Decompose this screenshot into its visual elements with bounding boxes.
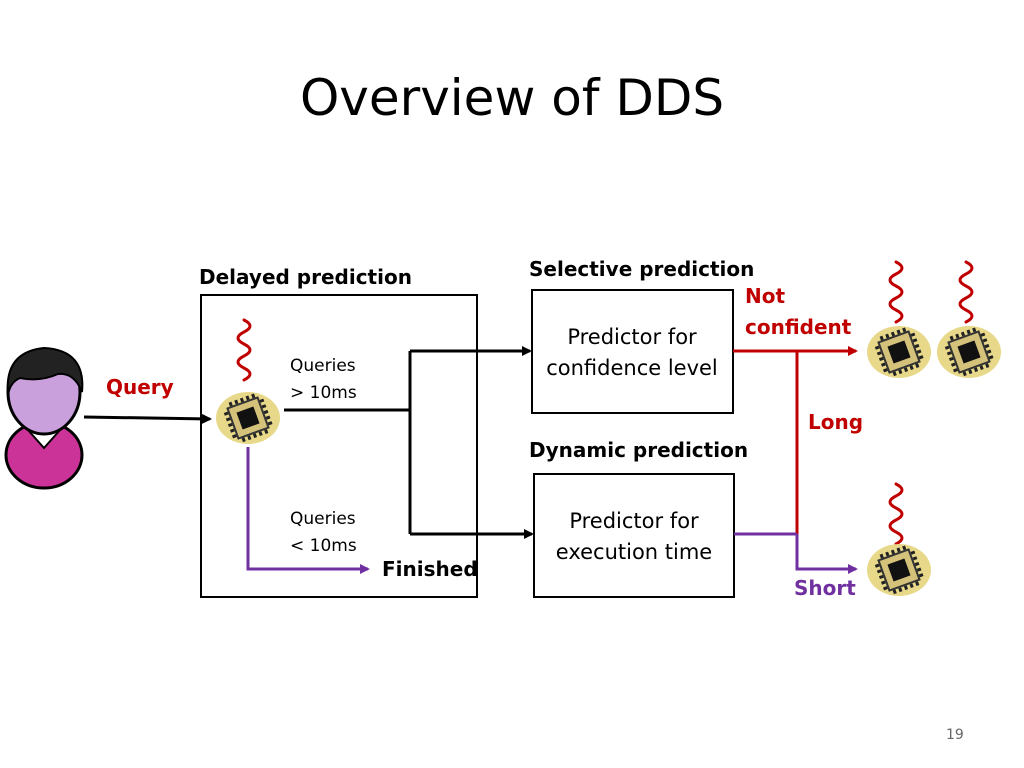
delayed-prediction-heading: Delayed prediction [199, 265, 412, 289]
short-query-arrow [246, 447, 370, 574]
slide-title: Overview of DDS [300, 69, 724, 127]
execution-predictor-text-2: execution time [556, 540, 712, 564]
cpu-chip-icon [215, 390, 281, 446]
queries-long-label-1: Queries [290, 356, 356, 376]
delayed-prediction-box [200, 294, 478, 598]
finished-label: Finished [382, 557, 478, 581]
execution-predictor-text-1: Predictor for [569, 509, 699, 533]
dynamic-prediction-heading: Dynamic prediction [529, 438, 748, 462]
person-icon [4, 346, 84, 490]
selective-prediction-heading: Selective prediction [529, 257, 754, 281]
confidence-predictor-box [531, 289, 734, 414]
cpu-chip-icon [936, 324, 1002, 380]
query-arrow [83, 413, 212, 424]
long-label: Long [808, 410, 863, 434]
heat-wave-icon [888, 260, 904, 324]
confidence-predictor-text-2: confidence level [546, 356, 718, 380]
confidence-predictor-text-1: Predictor for [567, 325, 697, 349]
cpu-chip-icon [866, 542, 932, 598]
short-label: Short [794, 576, 856, 600]
queries-short-label-1: Queries [290, 509, 356, 529]
heat-wave-icon [236, 318, 252, 382]
page-number: 19 [946, 727, 964, 743]
cpu-chip-icon [866, 324, 932, 380]
query-label: Query [106, 375, 174, 399]
not-confident-label-1: Not [745, 284, 785, 308]
queries-long-label-2: > 10ms [290, 383, 357, 403]
heat-wave-icon [888, 482, 904, 546]
queries-short-label-2: < 10ms [290, 536, 357, 556]
execution-predictor-box [533, 473, 735, 598]
heat-wave-icon [958, 260, 974, 324]
not-confident-label-2: confident [745, 315, 852, 339]
short-arrow [795, 534, 858, 574]
